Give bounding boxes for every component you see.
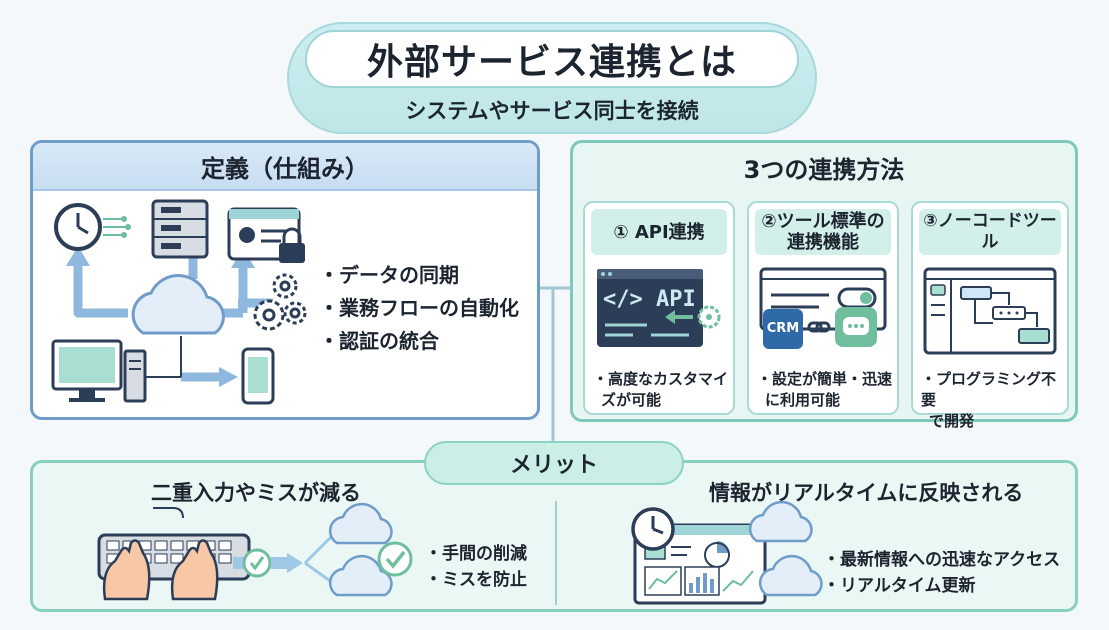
definition-panel: 定義（仕組み）	[30, 140, 540, 420]
merit-panel: 二重入力やミスが減る 情報がリアルタイムに反映される	[30, 460, 1078, 612]
page-title: 外部サービス連携とは	[305, 30, 799, 88]
method-card-api: ① API連携 </> API ・高度なカスタマイ ズが可能	[583, 201, 735, 415]
merit-label: メリット	[424, 441, 684, 485]
merit-right-heading: 情報がリアルタイムに反映される	[709, 481, 1024, 505]
cloud-icon	[131, 274, 225, 335]
merit-right-bullets: ・最新情報への迅速なアクセス ・リアルタイム更新	[823, 550, 1061, 596]
clock-icon	[54, 203, 131, 251]
method-title-api: ① API連携	[591, 209, 727, 255]
gear-icon	[697, 305, 721, 329]
method-desc-api: ・高度なカスタマイ ズが可能	[593, 370, 729, 409]
page-subtitle: システムやサービス同士を接続	[405, 99, 699, 123]
arrow-left-icon	[665, 310, 693, 324]
api-screen-text: </> API	[603, 287, 696, 312]
clock-icon	[631, 507, 675, 551]
method-title-nocode: ③ノーコードツール	[919, 209, 1061, 255]
chat-bubble-icon	[835, 307, 877, 347]
tool-illustration	[759, 267, 887, 349]
crm-label: CRM	[766, 321, 800, 336]
method-desc-tool: ・設定が簡単・迅速 に利用可能	[757, 370, 893, 409]
cloud-icon	[748, 500, 823, 597]
definition-header: 定義（仕組み）	[33, 143, 537, 191]
branch-lines	[303, 533, 335, 585]
definition-bullet-2: ・業務フローの自動化	[319, 296, 519, 320]
desktop-pc-icon	[51, 339, 147, 403]
merit-left-illustration	[97, 502, 413, 601]
gears-icon	[253, 273, 307, 331]
flowchart-icon	[960, 286, 1050, 344]
definition-bullet-1: ・データの同期	[319, 263, 459, 287]
merit-left-heading: 二重入力やミスが減る	[151, 481, 361, 505]
method-card-tool: ②ツール標準の 連携機能 CRM	[747, 201, 899, 415]
toggle-switch-icon	[837, 287, 877, 309]
merit-divider	[555, 501, 557, 605]
check-circle-icon	[377, 541, 413, 577]
arrow-right-icon	[233, 548, 303, 578]
merit-left-bullets: ・手間の削減 ・ミスを防止	[425, 544, 527, 590]
method-card-nocode: ③ノーコードツール ・プログラミング不要 で開発	[911, 201, 1069, 430]
link-icon	[807, 321, 831, 333]
methods-panel: 3つの連携方法 ① API連携 </> API ・高度なカスタマイ ズが可能	[570, 140, 1078, 430]
definition-diagram	[51, 199, 307, 405]
smartphone-icon	[241, 347, 275, 405]
nocode-illustration	[923, 267, 1057, 355]
methods-header: 3つの連携方法	[743, 155, 905, 184]
merit-right-illustration	[631, 500, 823, 605]
cloud-icon	[328, 502, 393, 597]
method-title-tool: ②ツール標準の 連携機能	[755, 209, 891, 255]
method-desc-nocode: ・プログラミング不要 で開発	[921, 370, 1057, 430]
definition-bullet-3: ・認証の統合	[319, 329, 439, 353]
keyboard-typing-icon	[97, 507, 251, 601]
id-card-lock-icon	[227, 207, 305, 263]
api-illustration	[597, 269, 721, 347]
server-icon	[151, 199, 209, 259]
